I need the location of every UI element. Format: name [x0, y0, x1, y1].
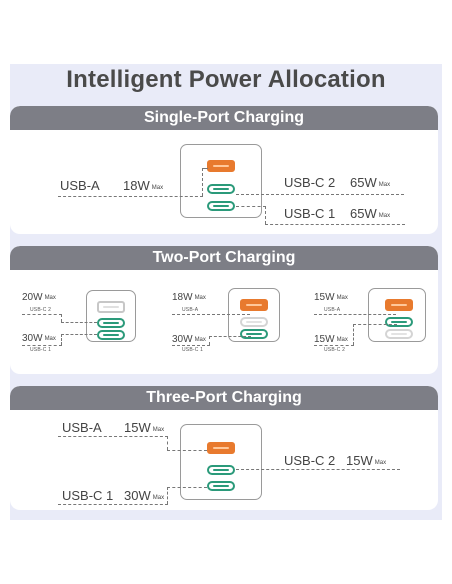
left-top-port: USB-C 2 — [30, 307, 52, 313]
usb-c1-leader-h — [265, 224, 405, 225]
usb-c1-port — [385, 329, 413, 339]
charger-image-middle — [228, 288, 280, 342]
right-top-port: USB-A — [324, 307, 341, 313]
usb-c1-label: USB-C 1 — [62, 488, 114, 503]
usb-c2-label: USB-C 2 — [284, 175, 336, 190]
three-port-header: Three-Port Charging — [10, 386, 438, 410]
middle-bottom-leader-v — [209, 336, 210, 345]
page-title: Intelligent Power Allocation — [66, 66, 386, 93]
right-bottom-port: USB-C 2 — [324, 347, 346, 353]
usb-a-leader-v — [167, 436, 168, 450]
middle-top-port: USB-A — [182, 307, 199, 313]
left-bottom-leader — [22, 345, 62, 346]
usb-a-port — [97, 301, 125, 313]
usb-c2-port — [207, 184, 235, 194]
charger-image-left — [86, 290, 136, 342]
usb-c1-leader-v — [265, 206, 266, 224]
left-top-leader-v — [61, 314, 62, 322]
usb-a-port — [385, 299, 413, 311]
usb-a-leader-h — [167, 450, 207, 451]
left-bottom-leader-h — [61, 334, 97, 335]
usb-c1-leader-h — [167, 487, 207, 488]
usb-c1-leader — [58, 504, 168, 505]
usb-c2-label: USB-C 2 — [284, 453, 336, 468]
left-bottom-port: USB-C 1 — [30, 347, 52, 353]
usb-a-label: USB-A — [60, 178, 100, 193]
usb-c1-port — [207, 481, 235, 491]
charger-image — [180, 144, 262, 218]
left-bottom-leader-v — [61, 334, 62, 345]
usb-a-leader-tip — [202, 168, 208, 169]
usb-a-label: USB-A — [62, 420, 102, 435]
usb-c1-port — [207, 201, 235, 211]
charger-image — [180, 424, 262, 500]
single-port-header: Single-Port Charging — [10, 106, 438, 130]
usb-c2-leader — [236, 469, 400, 470]
usb-c2-leader — [236, 194, 404, 195]
usb-c2-port — [97, 318, 125, 328]
usb-c2-port — [385, 317, 413, 327]
usb-c2-port — [240, 317, 268, 327]
two-port-header: Two-Port Charging — [10, 246, 438, 270]
charger-image-right — [368, 288, 426, 342]
usb-a-leader-v — [202, 168, 203, 196]
left-top-leader-h — [61, 322, 97, 323]
usb-c2-port — [207, 465, 235, 475]
right-bottom-leader — [314, 345, 354, 346]
middle-bottom-leader-h — [209, 336, 251, 337]
usb-a-leader — [58, 196, 203, 197]
usb-c1-port — [97, 330, 125, 340]
middle-bottom-port: USB-C 1 — [182, 347, 204, 353]
usb-c1-port — [240, 329, 268, 339]
left-top-leader — [22, 314, 62, 315]
usb-a-port — [240, 299, 268, 311]
usb-a-port — [207, 442, 235, 454]
right-bottom-leader-h — [353, 324, 397, 325]
right-top-leader — [314, 314, 396, 315]
middle-top-leader — [172, 314, 250, 315]
usb-c1-leader — [236, 206, 266, 207]
usb-c1-label: USB-C 1 — [284, 206, 336, 221]
usb-a-leader — [58, 436, 168, 437]
usb-c1-leader-v — [167, 487, 168, 504]
right-bottom-leader-v — [353, 324, 354, 345]
middle-bottom-leader — [172, 345, 210, 346]
usb-a-port — [207, 160, 235, 172]
